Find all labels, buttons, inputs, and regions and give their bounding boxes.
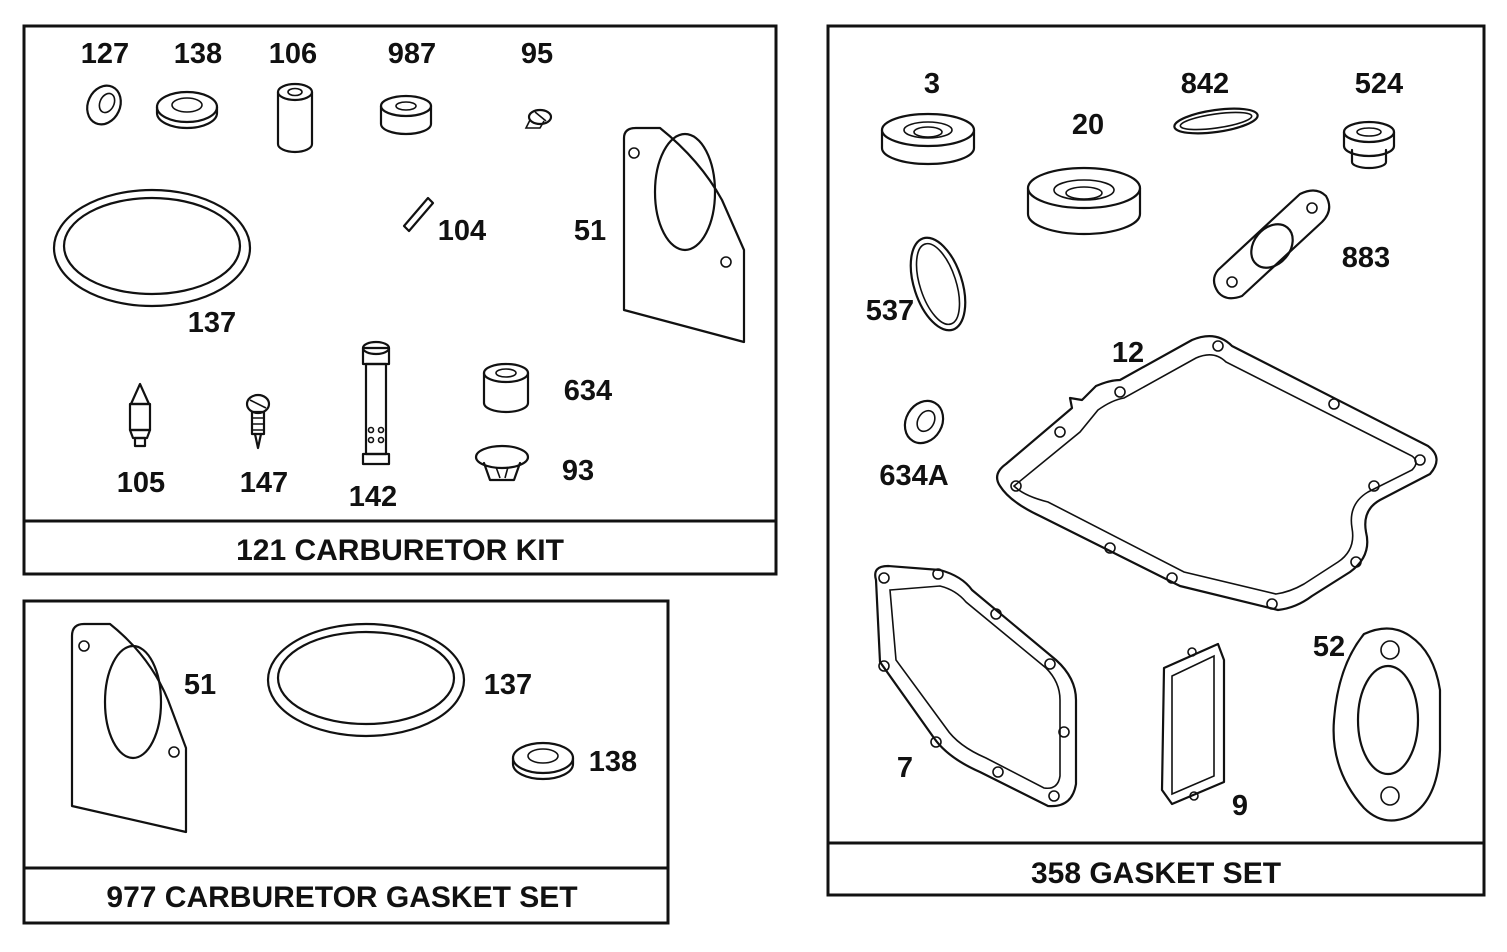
part-634a-washer [903,399,945,445]
label-842: 842 [1181,68,1229,100]
part-524-plug [1342,120,1396,170]
part-138-seal-ring [155,90,219,130]
label-127: 127 [81,38,129,70]
part-634-spacer [482,362,530,414]
part-138-seal-ring [511,741,575,781]
part-127-washer [86,84,122,126]
part-883-gasket [1212,189,1331,300]
label-95: 95 [521,38,553,70]
label-883: 883 [1342,242,1390,274]
label-12: 12 [1112,337,1144,369]
part-52-gasket [1332,627,1442,822]
panel-title: 358 GASKET SET [1031,857,1281,890]
part-51-gasket-plate [622,126,746,344]
label-138: 138 [174,38,222,70]
panel-frame [22,24,778,576]
label-634a: 634A [879,460,948,492]
label-524: 524 [1355,68,1403,100]
part-537-o-ring [909,236,967,332]
label-137: 137 [484,669,532,701]
part-51-gasket-plate [70,622,188,834]
label-3: 3 [924,68,940,100]
part-93-plug [474,444,530,482]
panel-gasket-set: 358 GASKET SET 3 20 842 [826,24,1486,897]
part-12-crankcase-gasket [995,335,1438,612]
label-93: 93 [562,455,594,487]
part-106-bushing [276,82,314,154]
label-7: 7 [897,752,913,784]
part-9-rect-gasket [1160,642,1226,806]
panel-title: 121 CARBURETOR KIT [236,534,564,567]
part-137-o-ring [52,188,252,308]
part-105-needle-valve [128,382,152,448]
label-9: 9 [1232,790,1248,822]
panel-title: 977 CARBURETOR GASKET SET [106,881,577,914]
label-104: 104 [438,215,486,247]
part-95-screw [524,108,553,129]
label-52: 52 [1313,631,1345,663]
label-137: 137 [188,307,236,339]
label-106: 106 [269,38,317,70]
part-987-spacer [379,94,433,136]
label-138: 138 [589,746,637,778]
panel-carburetor-gasket-set: 977 CARBURETOR GASKET SET 51 137 138 [22,599,670,925]
panel-carburetor-kit: 121 CARBURETOR KIT 127 138 106 987 [22,24,778,576]
panel-frame [826,24,1486,897]
label-142: 142 [349,481,397,513]
label-147: 147 [240,467,288,499]
part-104-pin [402,196,435,233]
part-20-oil-seal [1026,166,1142,236]
part-842-o-ring [1173,107,1259,135]
label-537: 537 [866,295,914,327]
panel-frame [22,599,670,925]
label-987: 987 [388,38,436,70]
label-51: 51 [184,669,216,701]
label-105: 105 [117,467,165,499]
label-634: 634 [564,375,612,407]
part-142-emulsion-tube [361,340,391,466]
part-3-oil-seal [880,112,976,166]
label-51: 51 [574,215,606,247]
part-7-cover-gasket [874,564,1078,808]
part-137-o-ring [266,622,466,738]
label-20: 20 [1072,109,1104,141]
part-147-adjustment-screw [245,393,271,450]
